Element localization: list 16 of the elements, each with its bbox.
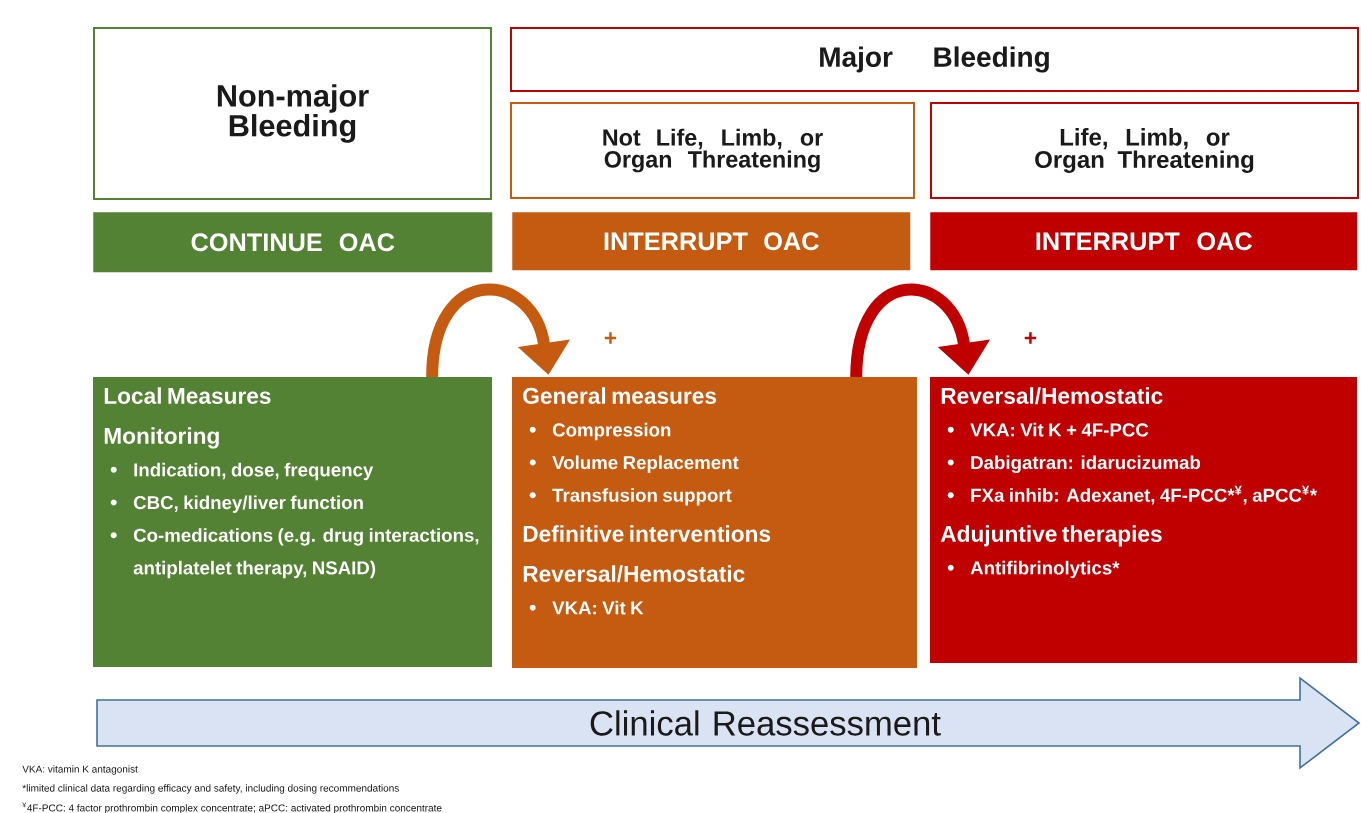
action-box: INTERRUPT OAC [930,212,1358,271]
action-box: INTERRUPT OAC [512,212,911,271]
measures-box: General measures Compression Volume Replacement Transfusion support Definitive interventions Reversal/Hemostatic VKA: Vit K [512,377,917,668]
curved-arrow [426,283,571,378]
category-box: Life, Limb, or Organ Threatening [930,102,1359,199]
category-box: Major Bleeding [510,27,1359,92]
category-box: Not Life, Limb, or Organ Threatening [510,102,915,199]
measures-box: Reversal/Hemostatic VKA: Vit K + 4F-PCC Dabigatran: idarucizumab FXa inhib: Adexanet, 4F-PCC*$^{¥}$, aPCC$^{¥}$* Adujuntive therapies Antifibrinolytics* [930,377,1357,663]
footnote: $^{¥}$4F-PCC: 4 factor prothrombin complex concentrate; aPCC: activated prothrombin concentrate [22,802,442,813]
edge-label: + [1024,332,1037,344]
measures-box: Local Measures Monitoring Indication, dose, frequency CBC, kidney/liver function Co-medications (e.g. drug interactions, antiplatelet therapy, NSAID) [93,377,492,667]
edge-label: + [604,332,617,344]
action-box: CONTINUE OAC [93,212,493,273]
category-box: Non-major Bleeding [93,27,492,200]
footnote: *limited clinical data regarding efficacy and safety, including dosing recommendations [22,784,399,794]
curved-arrow [850,283,991,378]
